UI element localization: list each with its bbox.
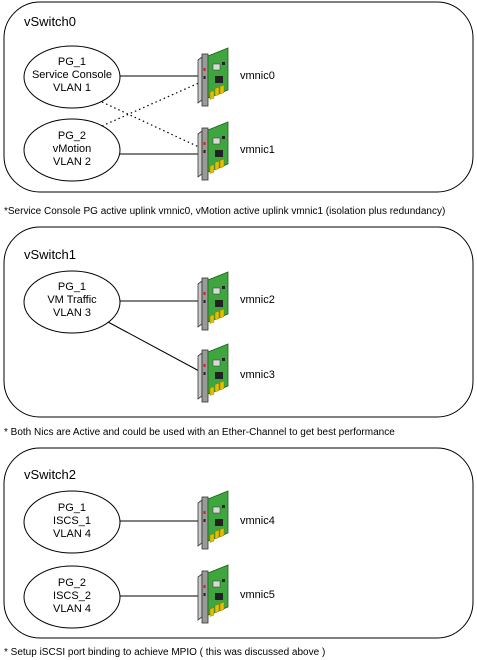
nic-label: vmnic5 bbox=[240, 589, 275, 601]
nic-label: vmnic3 bbox=[240, 369, 275, 381]
port-group-oval bbox=[23, 565, 121, 629]
port-group-pg1: PG_1 Service Console VLAN 1 bbox=[23, 45, 121, 109]
vswitch2-box bbox=[3, 447, 474, 639]
link-pg1-vmnic3 bbox=[107, 321, 202, 373]
nic-vmnic2: vmnic2 bbox=[197, 271, 275, 331]
nic-label: vmnic0 bbox=[240, 70, 275, 82]
vswitch1-caption: * Both Nics are Active and could be used… bbox=[4, 427, 395, 438]
port-group-vlan: VLAN 1 bbox=[53, 82, 91, 94]
port-group-name: PG_2 bbox=[58, 577, 86, 589]
standby-link-pg2-vmnic0 bbox=[101, 81, 202, 127]
vswitch2-caption: * Setup iSCSI port binding to achieve MP… bbox=[4, 647, 325, 658]
port-group-function: vMotion bbox=[53, 143, 92, 155]
vswitch1-title: vSwitch1 bbox=[24, 247, 76, 262]
nic-label: vmnic1 bbox=[240, 144, 275, 156]
nic-vmnic3: vmnic3 bbox=[197, 343, 275, 403]
port-group-function: Service Console bbox=[32, 69, 112, 81]
port-group-vlan: VLAN 4 bbox=[53, 603, 91, 615]
port-group-pg2: PG_2 vMotion VLAN 2 bbox=[23, 118, 121, 182]
vswitch1-group: vSwitch1 PG_1 VM Traffic VLAN 3 vmnic2 v… bbox=[3, 226, 474, 418]
nic-label: vmnic4 bbox=[240, 515, 275, 527]
vswitch0-group: vSwitch0 PG_1 Service Console VLAN 1 PG_… bbox=[3, 1, 474, 193]
vswitch0-title: vSwitch0 bbox=[24, 14, 76, 29]
port-group-function: VM Traffic bbox=[47, 294, 97, 306]
nic-vmnic0: vmnic0 bbox=[197, 47, 275, 107]
vswitch1-box bbox=[3, 226, 474, 418]
port-group-vlan: VLAN 3 bbox=[53, 307, 91, 319]
port-group-oval bbox=[23, 490, 121, 554]
nic-vmnic4: vmnic4 bbox=[197, 490, 275, 550]
port-group-pg1: PG_1 ISCS_1 VLAN 4 bbox=[23, 490, 121, 554]
port-group-oval bbox=[23, 118, 121, 182]
port-group-name: PG_2 bbox=[58, 130, 86, 142]
port-group-pg2: PG_2 ISCS_2 VLAN 4 bbox=[23, 565, 121, 629]
vswitch0-caption: *Service Console PG active uplink vmnic0… bbox=[4, 206, 445, 217]
port-group-function: ISCS_1 bbox=[53, 515, 91, 527]
port-group-name: PG_1 bbox=[58, 56, 86, 68]
nic-vmnic1: vmnic1 bbox=[197, 121, 275, 181]
nic-label: vmnic2 bbox=[240, 294, 275, 306]
vswitch2-title: vSwitch2 bbox=[24, 467, 76, 482]
port-group-vlan: VLAN 4 bbox=[53, 528, 91, 540]
port-group-oval bbox=[23, 270, 121, 334]
standby-link-pg1-vmnic1 bbox=[101, 101, 202, 149]
vswitch0-box bbox=[3, 1, 474, 193]
port-group-name: PG_1 bbox=[58, 502, 86, 514]
port-group-name: PG_1 bbox=[58, 281, 86, 293]
vswitch2-group: vSwitch2 PG_1 ISCS_1 VLAN 4 PG_2 ISCS_2 … bbox=[3, 447, 474, 639]
port-group-pg1: PG_1 VM Traffic VLAN 3 bbox=[23, 270, 121, 334]
port-group-vlan: VLAN 2 bbox=[53, 156, 91, 168]
port-group-oval bbox=[23, 45, 121, 109]
port-group-function: ISCS_2 bbox=[53, 590, 91, 602]
nic-vmnic5: vmnic5 bbox=[197, 564, 275, 624]
